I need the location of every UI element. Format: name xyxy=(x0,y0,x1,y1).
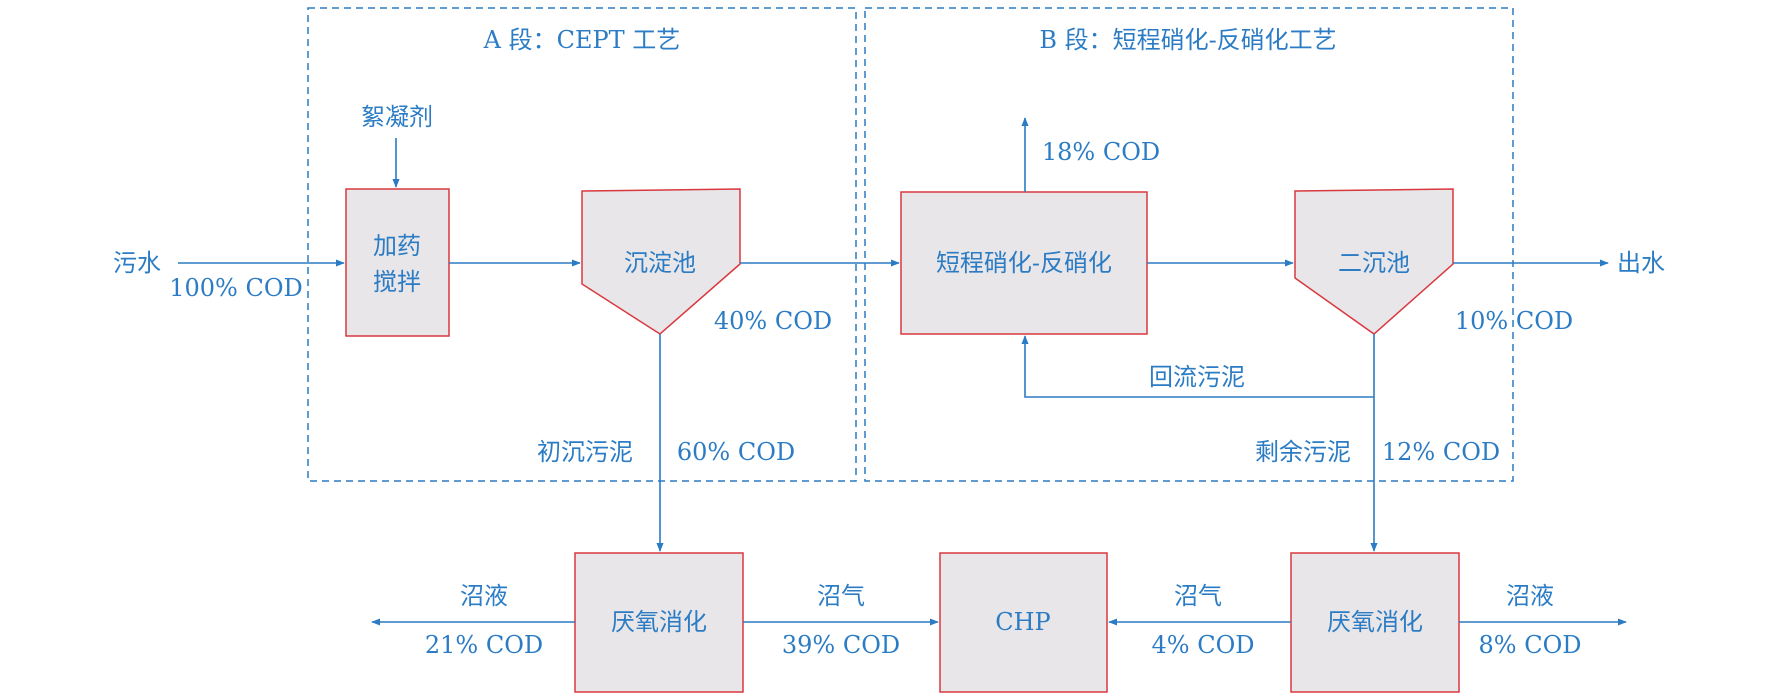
secondary-settler-label: 二沉池 xyxy=(1338,249,1410,277)
chp-box xyxy=(939,552,1108,693)
chp-label: CHP xyxy=(995,608,1050,636)
influent-label: 污水 xyxy=(113,249,161,277)
left-biogas-cod-label: 39% COD xyxy=(782,631,900,659)
primary-settler-shape xyxy=(581,188,741,335)
anaerobic-digester-right-box xyxy=(1290,552,1460,693)
influent-cod-label: 100% COD xyxy=(169,274,303,302)
stage-a-boundary xyxy=(307,7,857,482)
stage-b-boundary xyxy=(864,7,1514,482)
dosing-mixing-box xyxy=(345,188,450,337)
primary-sludge-cod-label: 60% COD xyxy=(677,438,795,466)
effluent-cod-label: 10% COD xyxy=(1455,307,1573,335)
left-digestate-label: 沼液 xyxy=(460,582,508,610)
effluent-label: 出水 xyxy=(1617,249,1665,277)
left-digestate-cod-label: 21% COD xyxy=(425,631,543,659)
flocculant-label: 絮凝剂 xyxy=(361,103,433,131)
primary-settler-label: 沉淀池 xyxy=(624,249,696,277)
right-biogas-cod-label: 4% COD xyxy=(1152,631,1255,659)
right-digestate-label: 沼液 xyxy=(1506,582,1554,610)
anaerobic-digester-left-box xyxy=(574,552,744,693)
dosing-label-line2: 搅拌 xyxy=(373,268,421,296)
settler-out-cod-label: 40% COD xyxy=(714,307,832,335)
secondary-settler-shape xyxy=(1294,188,1454,335)
nitrification-loss-cod-label: 18% COD xyxy=(1042,138,1160,166)
left-biogas-label: 沼气 xyxy=(817,582,865,610)
digester-left-label: 厌氧消化 xyxy=(611,608,707,636)
nitrification-label: 短程硝化-反硝化 xyxy=(936,249,1112,277)
excess-sludge-label: 剩余污泥 xyxy=(1255,438,1351,466)
dosing-label-line1: 加药 xyxy=(373,232,421,260)
return-sludge-label: 回流污泥 xyxy=(1149,363,1245,391)
excess-sludge-cod-label: 12% COD xyxy=(1382,438,1500,466)
nitrification-box xyxy=(900,191,1148,335)
stage-a-title: A 段：CEPT 工艺 xyxy=(483,26,681,54)
right-biogas-label: 沼气 xyxy=(1174,582,1222,610)
primary-sludge-label: 初沉污泥 xyxy=(537,438,633,466)
return-sludge-arrow xyxy=(1021,335,1374,398)
digester-right-label: 厌氧消化 xyxy=(1327,608,1423,636)
stage-b-title: B 段：短程硝化-反硝化工艺 xyxy=(1039,26,1336,54)
right-digestate-cod-label: 8% COD xyxy=(1479,631,1582,659)
